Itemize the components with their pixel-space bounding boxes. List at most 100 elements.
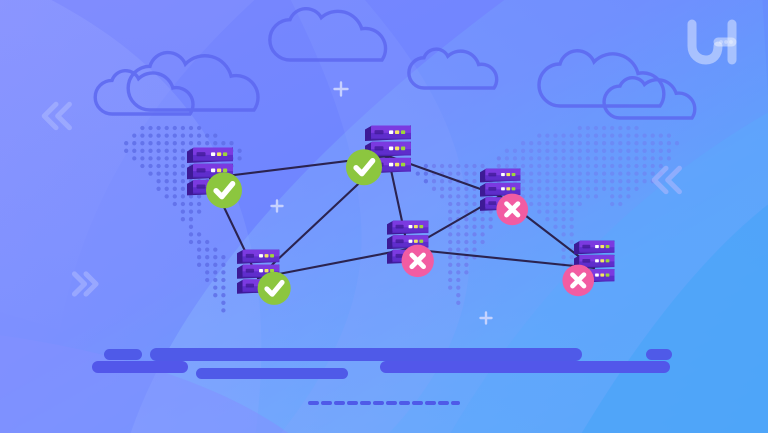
server-node-south-america-status-badge[interactable] <box>257 271 291 305</box>
check-icon <box>353 157 376 177</box>
server-node-south-america-unit-2-led-3 <box>269 268 274 273</box>
cloud-top-center <box>268 6 388 62</box>
server-node-asia-unit-2-band <box>485 189 521 195</box>
bg-swash-right-deep <box>581 204 768 433</box>
server-node-africa-unit-1-led-3 <box>419 225 424 229</box>
link-south-america-africa <box>256 247 410 280</box>
server-node-oceania-unit-2-led-1 <box>594 258 599 263</box>
server-node-africa-unit-1-led-1 <box>408 225 413 229</box>
server-node-south-america-unit-1-drive-slot <box>245 253 254 258</box>
server-node-africa-unit-2-led-1 <box>408 239 413 244</box>
server-node-africa-unit-1-drive-slot <box>395 224 404 229</box>
server-node-europe-unit-1-led-3 <box>401 130 406 134</box>
bg-swash-bottom-left <box>0 335 289 433</box>
server-node-asia-status-badge[interactable] <box>496 193 528 225</box>
server-node-oceania-unit-3-led-2 <box>600 273 604 277</box>
server-node-asia-unit-1-led-2 <box>506 172 510 176</box>
server-node-oceania-unit-2-led-2 <box>600 258 604 263</box>
server-node-oceania-unit-1-led-2 <box>600 244 604 248</box>
server-node-europe-unit-1-led-1 <box>389 130 394 134</box>
server-node-africa-status-badge[interactable] <box>401 244 435 278</box>
x-icon <box>569 271 587 289</box>
cloud-top-left-small <box>93 69 195 116</box>
server-node-west-us-status-badge[interactable] <box>206 172 242 209</box>
server-node-africa-unit-2-band <box>392 241 429 248</box>
server-node-oceania-unit-2-band <box>579 261 615 267</box>
server-node-west-us-unit-3-drive-slot <box>196 184 206 189</box>
server-node-europe-unit-2-led-1 <box>389 146 394 151</box>
server-node-oceania-unit-1 <box>573 240 615 254</box>
server-node-asia-unit-1 <box>479 168 521 182</box>
decor-bar-d <box>196 368 348 379</box>
cloud-top-left-large <box>126 50 260 112</box>
server-node-west-us-unit-2-band <box>193 170 234 178</box>
server-node-asia-unit-2-led-1 <box>500 186 505 191</box>
server-node-africa-unit-2-drive-slot <box>395 239 404 244</box>
decor-bar-f <box>646 349 672 360</box>
server-node-oceania-unit-3-led-1 <box>594 273 599 277</box>
server-node-west-us-unit-1-led-2 <box>217 152 222 156</box>
server-node-asia-unit-3-drive-slot <box>488 200 497 205</box>
server-node-africa-unit-1 <box>387 220 429 235</box>
chevron-left-top-stroke-2 <box>55 101 72 131</box>
server-node-europe-unit-1 <box>365 125 412 141</box>
decor-bar-a <box>104 349 142 360</box>
server-node-europe-unit-3-led-1 <box>389 162 394 167</box>
cloud-right-small <box>602 75 697 120</box>
server-node-asia-unit-2-drive-slot <box>488 186 497 191</box>
server-node-europe-unit-1-band <box>371 132 412 140</box>
server-node-europe-unit-3-band <box>371 165 412 172</box>
server-node-oceania-unit-1-band <box>579 246 615 253</box>
server-node-asia-unit-1-drive-slot <box>488 172 497 177</box>
server-node-europe-unit-3-led-3 <box>401 162 406 167</box>
server-node-west-us-unit-2-led-2 <box>217 168 222 173</box>
server-node-asia-unit-1-led-1 <box>500 172 505 176</box>
server-node-south-america-unit-1 <box>236 249 280 264</box>
server-node-oceania-unit-1-led-3 <box>605 244 610 248</box>
server-node-oceania-unit-2-led-3 <box>605 258 610 263</box>
x-icon <box>409 252 427 270</box>
server-node-europe-unit-2 <box>365 141 412 158</box>
decor-bar-g <box>92 361 188 373</box>
server-node-africa-unit-2-led-3 <box>419 239 424 244</box>
server-node-europe-status-badge[interactable] <box>346 149 383 186</box>
server-node-asia-unit-1-led-3 <box>511 172 516 176</box>
server-node-oceania-unit-1-drive-slot <box>582 244 591 249</box>
server-node-west-us-unit-2-led-1 <box>211 168 216 173</box>
server-node-oceania-unit-2-drive-slot <box>582 258 591 263</box>
server-node-africa-unit-3-drive-slot <box>395 254 404 258</box>
server-node-west-us-unit-1-led-3 <box>223 152 228 156</box>
server-node-oceania-unit-3-band <box>579 275 615 281</box>
server-node-africa-unit-1-led-2 <box>414 225 419 229</box>
decor-bar-c <box>380 361 670 373</box>
bg-swash-top <box>0 0 255 330</box>
server-node-oceania-unit-3-led-3 <box>605 273 610 277</box>
server-node-south-america-unit-1-led-2 <box>264 253 269 258</box>
chevron-left-bottom-stroke-2 <box>71 271 88 297</box>
server-node-south-america-unit-3-drive-slot <box>245 283 254 288</box>
server-node-europe-unit-2-band <box>371 148 412 156</box>
check-icon <box>213 180 236 200</box>
server-node-south-america-unit-2-led-1 <box>258 268 263 273</box>
server-node-europe-unit-3-led-2 <box>395 162 400 167</box>
uh-logo: UH <box>687 19 737 65</box>
link-africa-oceania <box>406 247 596 270</box>
server-node-asia-unit-2-led-2 <box>506 186 510 191</box>
server-node-europe-unit-2-led-2 <box>395 146 400 151</box>
server-node-west-us-unit-2-led-3 <box>223 168 228 173</box>
server-node-asia-unit-1-band <box>485 174 521 181</box>
chevron-left-bottom-stroke-1 <box>83 271 99 297</box>
server-node-africa-unit-1-band <box>392 227 429 234</box>
server-node-europe-unit-2-led-3 <box>401 146 406 151</box>
server-node-south-america-unit-2-band <box>242 270 280 277</box>
server-node-europe-unit-1-led-2 <box>395 130 400 134</box>
server-node-europe-unit-2-drive-slot <box>374 146 384 151</box>
server-node-oceania-status-badge[interactable] <box>562 264 594 296</box>
server-node-west-us-unit-1-band <box>193 154 234 162</box>
server-node-west-us-unit-1-led-1 <box>211 152 216 156</box>
server-node-west-us-unit-1 <box>187 147 234 163</box>
bg-swash-band <box>280 0 470 433</box>
server-node-south-america-unit-1-band <box>242 256 280 262</box>
